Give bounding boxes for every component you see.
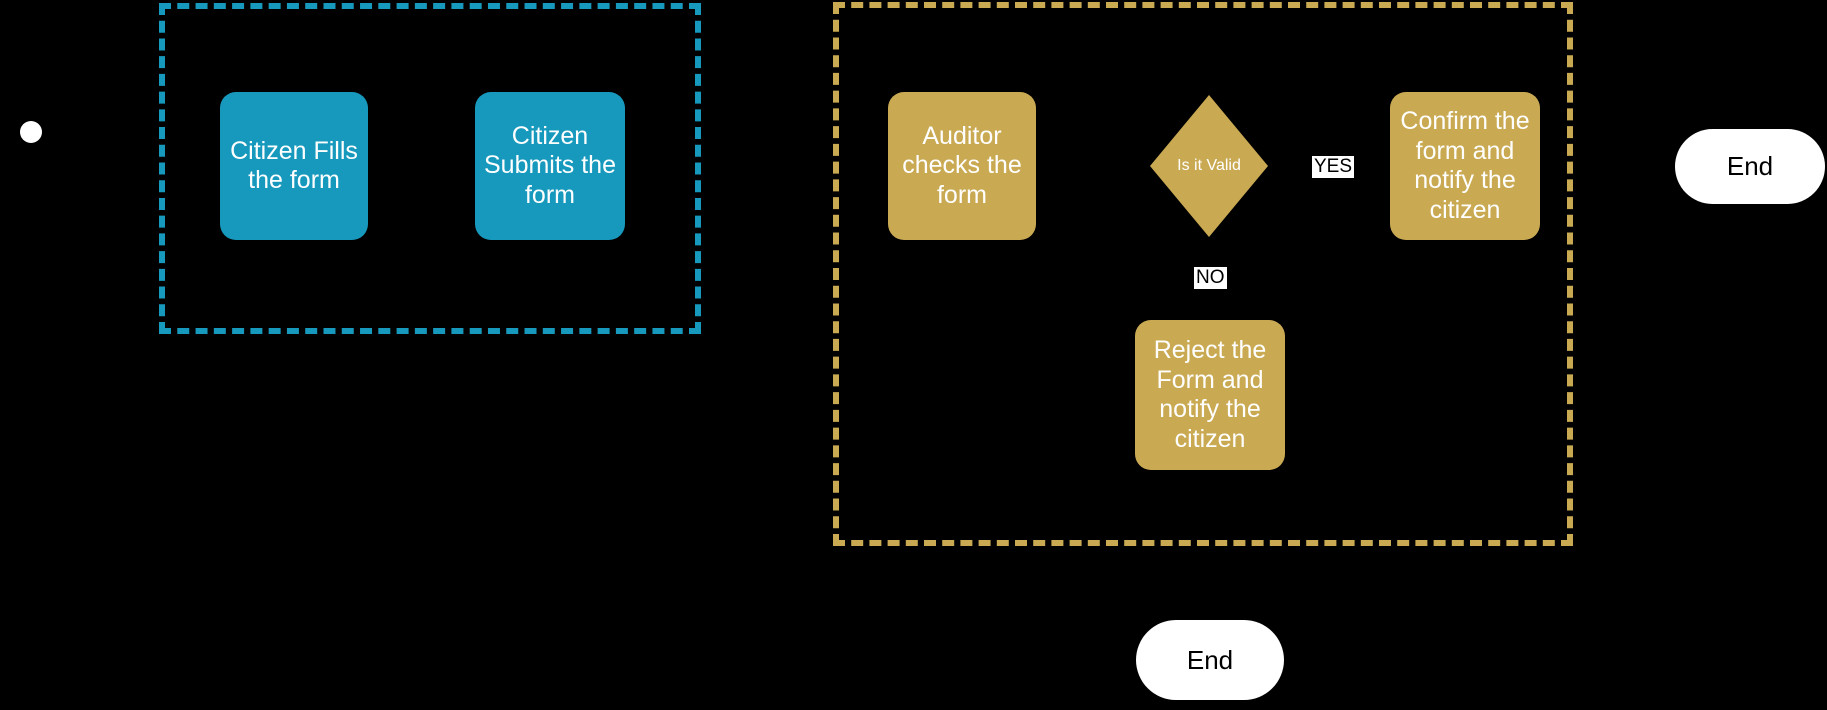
node-auditor-checks-the-form[interactable]: Auditor checks the form [888,92,1036,240]
end-node-bottom[interactable]: End [1136,620,1284,700]
auditor-lane[interactable] [833,2,1573,546]
start-node[interactable] [20,121,42,143]
node-citizen-submits-the-form[interactable]: Citizen Submits the form [475,92,625,240]
node-reject-form-and-notify-citizen[interactable]: Reject the Form and notify the citizen [1135,320,1285,470]
end-node-right[interactable]: End [1675,129,1825,204]
decision-label: Is it Valid [1177,157,1241,174]
citizen-lane[interactable] [159,3,701,334]
edge-label-no: NO [1194,267,1227,289]
decision-is-it-valid[interactable]: Is it Valid [1150,95,1268,237]
node-citizen-fills-the-form[interactable]: Citizen Fills the form [220,92,368,240]
node-confirm-form-and-notify-citizen[interactable]: Confirm the form and notify the citizen [1390,92,1540,240]
edge-label-yes: YES [1312,156,1355,178]
